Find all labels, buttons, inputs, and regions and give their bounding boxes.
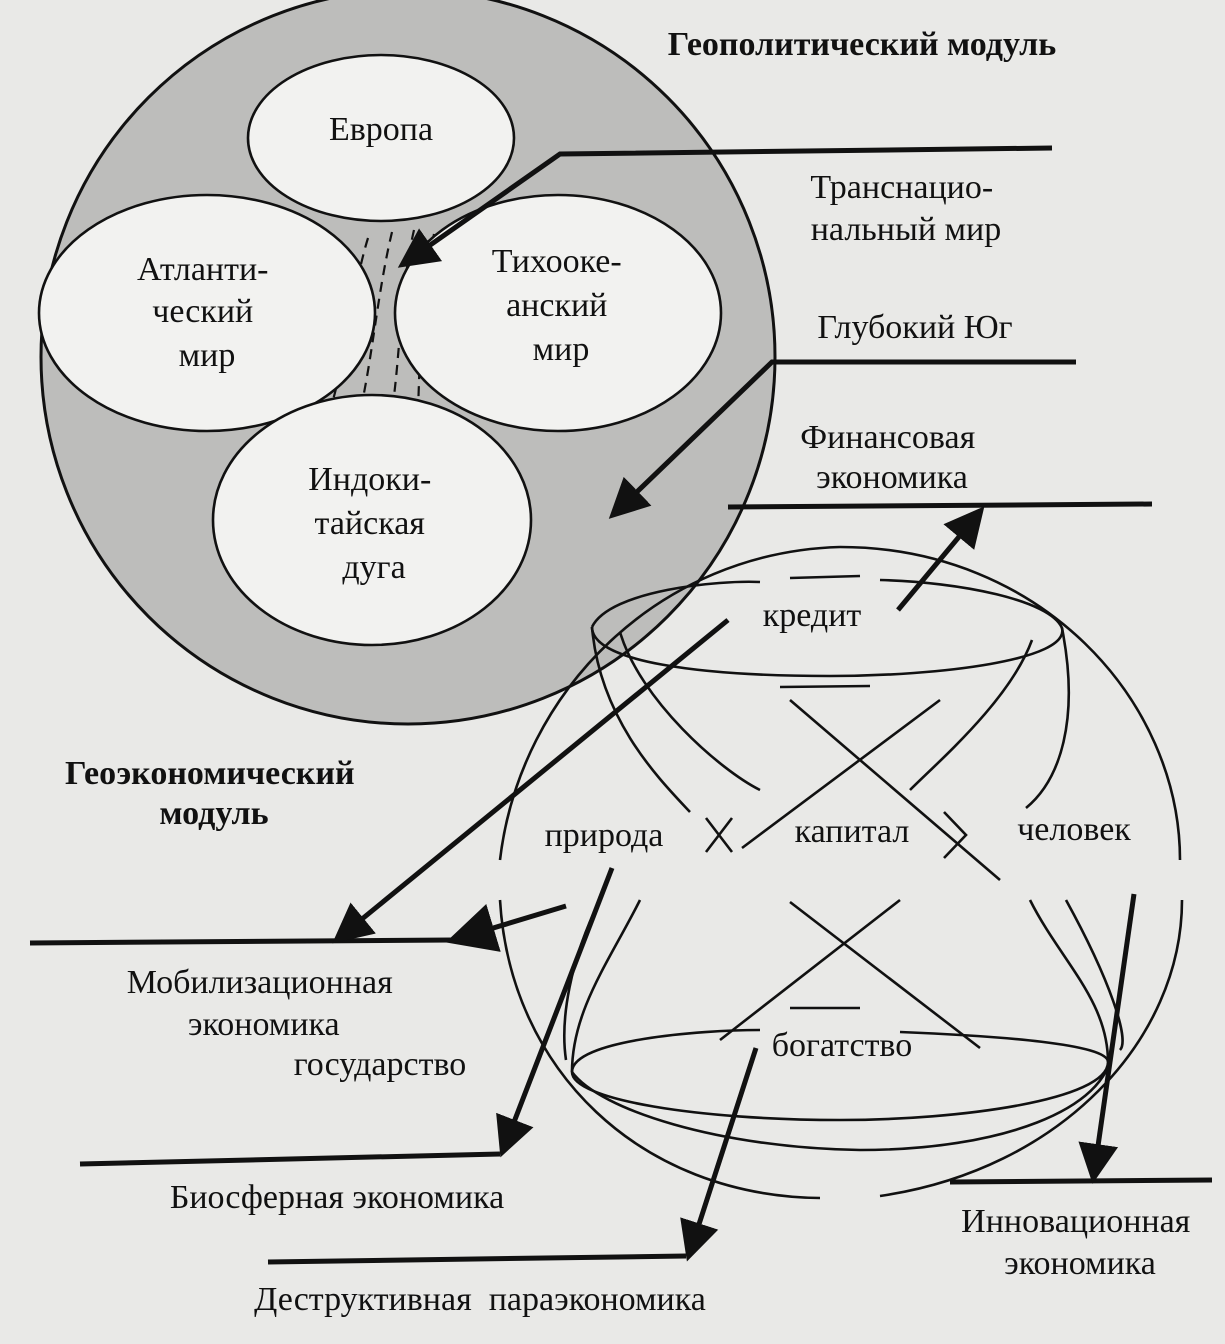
credit-to-mobilization-arrow — [332, 618, 730, 944]
region-europe — [246, 53, 516, 223]
cross-line — [741, 698, 941, 850]
mobilization-economy-baseline — [29, 937, 453, 946]
transnational-arrow — [397, 145, 1053, 268]
region-pacific-label: Тихооке- анский мир — [492, 243, 630, 368]
innovation-economy-label: Инновационная экономика — [961, 1203, 1199, 1282]
region-indochina-label: Индоки- тайская дуга — [308, 461, 440, 586]
deep-south-arrow — [608, 359, 1076, 519]
biosphere-economy-baseline — [79, 1151, 501, 1167]
region-pacific — [393, 193, 723, 433]
geopolitical-title: Геополитический модуль — [668, 26, 1056, 63]
chevron-mark — [943, 811, 968, 859]
human-to-innovation-arrow — [1078, 893, 1137, 1184]
nature-to-mobilization-arrow — [445, 903, 567, 952]
mobilization-economy-label: Мобилизационная экономика государство — [127, 964, 467, 1083]
innovation-economy-baseline — [949, 1177, 1213, 1185]
twist-curve — [570, 899, 642, 1073]
region-atlantic — [37, 193, 377, 433]
nature-to-biosphere-arrow — [496, 867, 615, 1158]
node-credit: кредит — [763, 597, 862, 634]
region-atlantic-label: Атланти- ческий мир — [137, 251, 277, 374]
geoeconomic-sphere — [498, 899, 821, 1200]
top-rim — [590, 580, 761, 628]
cross-line — [789, 699, 1001, 881]
twist-curve — [618, 631, 761, 792]
geopolitical-module: Геополитический модуль Европа Атланти- ч… — [37, 0, 1076, 726]
bottom-rim — [570, 1028, 761, 1073]
destructive-economy-baseline — [267, 1253, 687, 1265]
bottom-rim — [570, 1030, 1110, 1122]
node-capital: капитал — [795, 813, 910, 850]
rim-tick — [779, 684, 871, 689]
destructive-economy-label: Деструктивная параэкономика — [254, 1281, 706, 1318]
node-wealth: богатство — [772, 1027, 913, 1064]
rim-tick — [789, 574, 861, 580]
region-indochina — [211, 393, 533, 647]
geoeconomic-sphere — [839, 545, 1182, 861]
twist-curve — [590, 626, 691, 813]
top-rim — [590, 578, 1064, 678]
twist-curve — [1025, 627, 1071, 810]
twist-curve — [909, 639, 1034, 791]
credit-to-financial-arrow — [896, 506, 985, 612]
bottom-rim — [570, 1049, 1114, 1152]
node-human: человек — [1017, 811, 1131, 848]
cross-line — [789, 900, 981, 1050]
geoeconomic-sphere — [879, 899, 1184, 1198]
biosphere-economy-label: Биосферная экономика — [170, 1179, 504, 1216]
financial-economy-label: Финансовая экономика — [800, 419, 983, 496]
geoeconomic-title: Геоэкономический модуль — [65, 755, 363, 832]
deep-south-label: Глубокий Юг — [817, 309, 1012, 346]
geoeconomic-module: Геоэкономический модуль кредит природа к… — [29, 419, 1213, 1318]
financial-economy-baseline — [727, 501, 1153, 510]
cross-line — [719, 898, 901, 1042]
region-europe-label: Европа — [329, 111, 433, 148]
wealth-to-destructive-arrow — [680, 1047, 759, 1262]
twist-curve — [1028, 899, 1110, 1063]
twist-curve — [1064, 899, 1124, 1051]
cross-mark — [704, 817, 734, 853]
node-nature: природа — [545, 817, 664, 854]
transnational-label: Транснацио- нальный мир — [810, 169, 1001, 248]
